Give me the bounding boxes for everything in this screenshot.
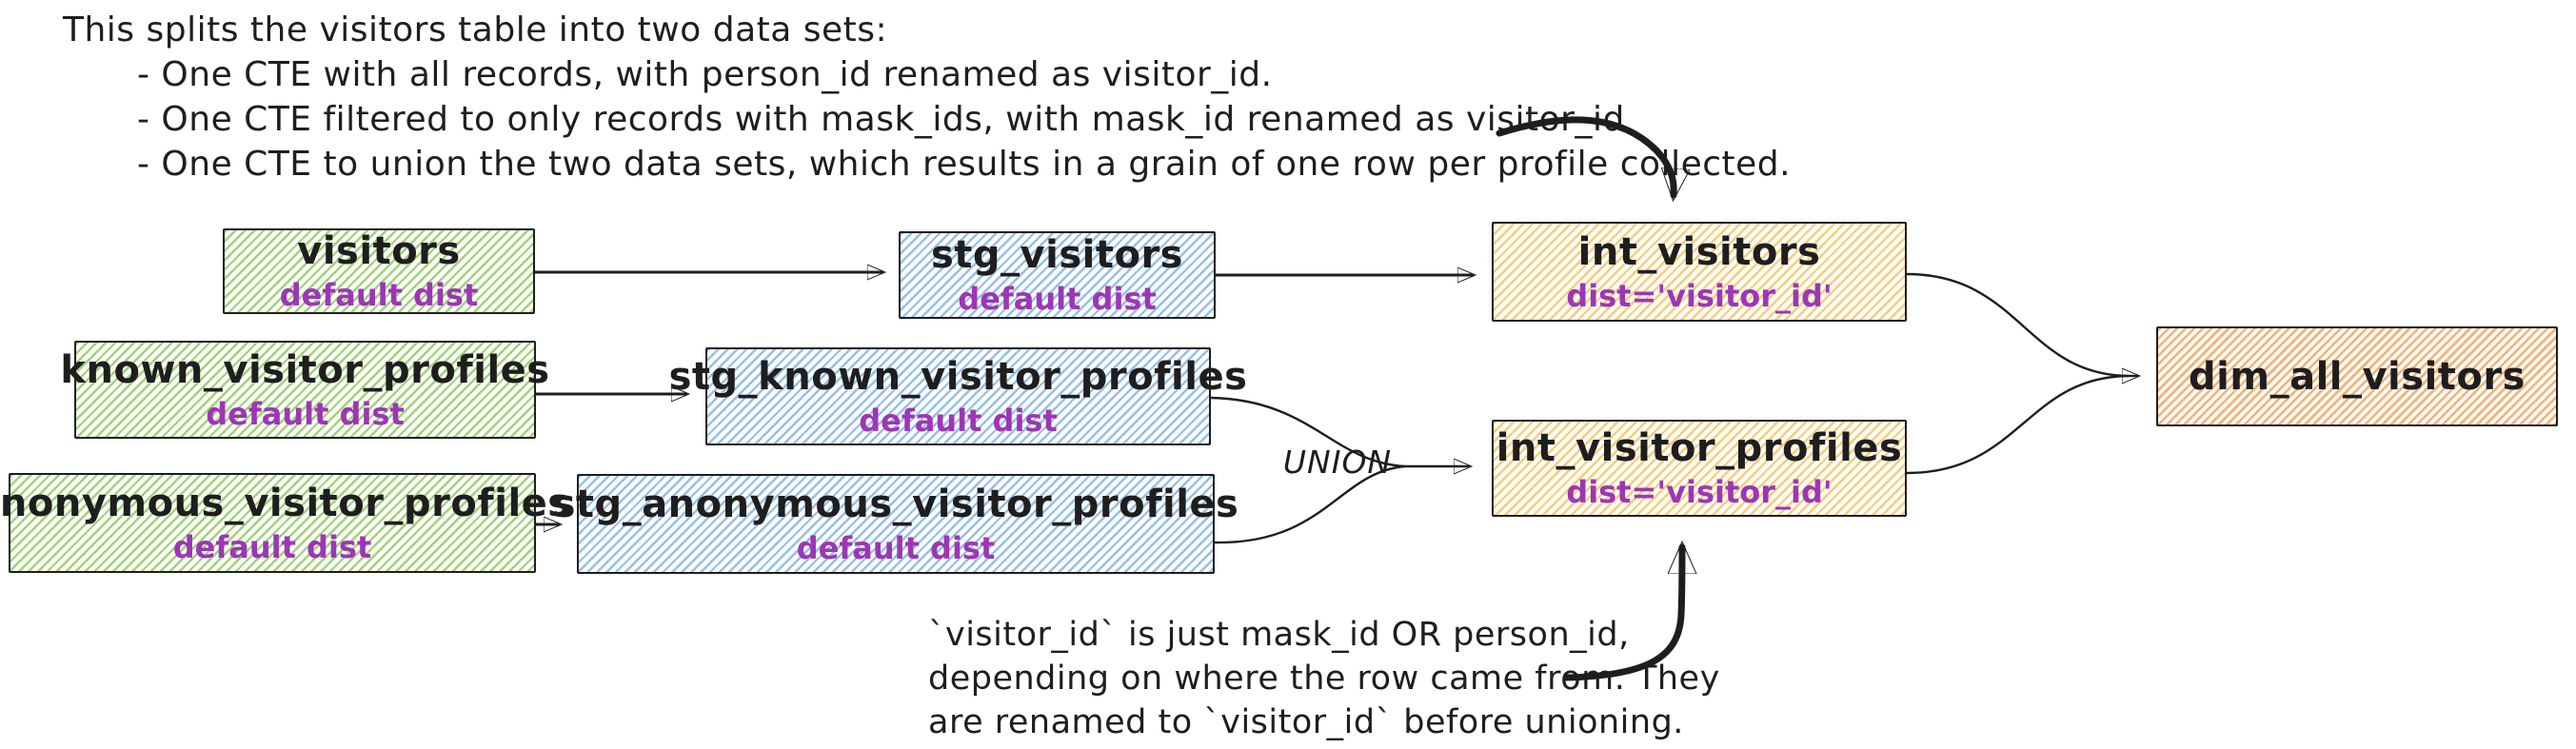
node-stg-known-visitor-profiles: stg_known_visitor_profiles default dist [669,347,1247,445]
node-known-visitor-profiles-label: known_visitor_profiles [60,347,550,392]
node-int-visitors-dist: dist='visitor_id' [1566,277,1833,314]
merge-curve-from-int-visitor-profiles [1906,374,2130,475]
node-stg-known-visitor-profiles-label: stg_known_visitor_profiles [668,354,1248,399]
node-stg-visitors-dist: default dist [958,281,1157,317]
annotation-top-bullets: - One CTE with all records, with person_… [137,52,1791,187]
node-stg-anonymous-visitor-profiles-label: stg_anonymous_visitor_profiles [552,482,1239,526]
node-int-visitor-profiles: int_visitor_profiles dist='visitor_id' [1492,420,1907,517]
annotation-bottom-line: `visitor_id` is just mask_id OR person_i… [928,616,1630,654]
node-int-visitor-profiles-label: int_visitor_profiles [1496,426,1903,470]
node-stg-visitors-label: stg_visitors [930,233,1183,277]
annotation-bullet: - One CTE to union the two data sets, wh… [137,145,1792,184]
annotation-top: This splits the visitors table into two … [63,8,1791,187]
node-int-visitors-label: int_visitors [1577,229,1821,274]
annotation-arrow-top-to-int-visitors [1496,116,1674,195]
node-stg-known-visitor-profiles-dist: default dist [859,402,1058,439]
annotation-arrow-bottom-to-int-visitor-profiles [1562,547,1682,681]
node-anonymous-visitor-profiles-label: anonymous_visitor_profiles [0,481,571,525]
node-int-visitors: int_visitors dist='visitor_id' [1492,222,1907,322]
merge-curve-from-int-visitors [1906,272,2130,378]
annotation-bullet: - One CTE filtered to only records with … [137,100,1625,139]
node-stg-anonymous-visitor-profiles-dist: default dist [796,529,996,566]
annotation-bottom-line: are renamed to `visitor_id` before union… [928,703,1684,741]
node-dim-all-visitors-label: dim_all_visitors [2189,354,2526,399]
node-visitors-dist: default dist [279,277,479,313]
union-curve-from-stg-known [1210,396,1406,468]
node-int-visitor-profiles-dist: dist='visitor_id' [1566,474,1833,510]
node-known-visitor-profiles-dist: default dist [206,395,405,432]
node-stg-anonymous-visitor-profiles: stg_anonymous_visitor_profiles default d… [553,474,1238,574]
annotation-top-title: This splits the visitors table into two … [63,10,888,49]
node-anonymous-visitor-profiles-dist: default dist [172,528,372,565]
union-curve-from-stg-anonymous [1214,464,1406,544]
node-visitors: visitors default dist [223,228,535,314]
node-dim-all-visitors: dim_all_visitors [2156,326,2558,426]
node-anonymous-visitor-profiles: anonymous_visitor_profiles default dist [0,473,570,573]
node-known-visitor-profiles: known_visitor_profiles default dist [60,341,549,439]
node-visitors-label: visitors [297,229,461,273]
annotation-bullet: - One CTE with all records, with person_… [137,55,1273,94]
node-stg-visitors: stg_visitors default dist [899,231,1216,319]
